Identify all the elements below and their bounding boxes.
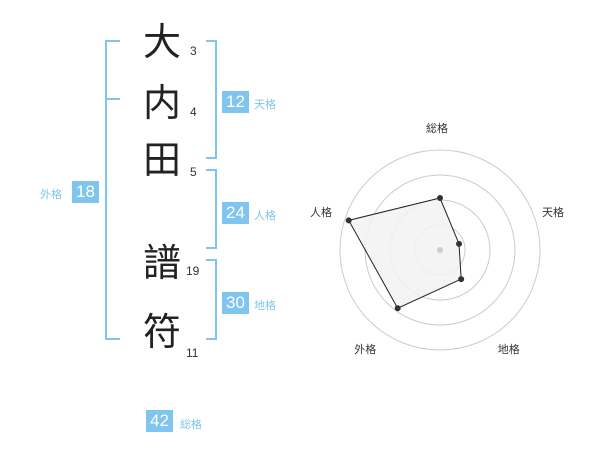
name-char-4: 譜 [142, 241, 181, 285]
radar-point-1 [437, 195, 443, 201]
radar-axis-label-2: 天格 [542, 206, 565, 220]
radar-point-5 [345, 217, 352, 224]
radar-axis-label-5: 人格 [309, 206, 332, 220]
soukaku-value: 42 [146, 410, 173, 432]
radar-axis-label-1: 総格 [426, 122, 448, 135]
tenkaku-value: 12 [222, 91, 249, 113]
soukaku-label: 総格 [180, 418, 202, 431]
jinkaku-value: 24 [222, 202, 249, 224]
radar-axis-label-3: 地格 [497, 342, 520, 356]
gaikaku-value: 18 [72, 181, 99, 203]
radar-ring-4 [339, 149, 541, 351]
radar-polygon [347, 197, 462, 309]
jinkaku-bracket [206, 169, 217, 249]
radar-point-4 [394, 305, 401, 312]
stroke-count-5: 11 [186, 346, 199, 360]
name-char-2: 内 [142, 81, 181, 125]
radar-center [437, 247, 443, 253]
stroke-count-4: 19 [186, 264, 200, 278]
stroke-count-2: 4 [190, 105, 197, 119]
chikaku-label: 地格 [254, 299, 276, 312]
stroke-count-1: 3 [190, 44, 197, 58]
radar-point-2 [456, 240, 463, 247]
tenkaku-bracket [206, 40, 217, 159]
gaikaku-label: 外格 [40, 188, 62, 201]
radar-point-3 [458, 276, 465, 283]
outer-bracket [105, 40, 120, 340]
stroke-count-3: 5 [190, 165, 197, 179]
chikaku-bracket [206, 259, 217, 340]
chikaku-value: 30 [222, 292, 249, 314]
jinkaku-label: 人格 [254, 209, 276, 222]
tenkaku-label: 天格 [254, 98, 276, 111]
name-char-1: 大 [142, 20, 181, 64]
name-char-3: 田 [142, 138, 181, 182]
name-char-5: 符 [142, 310, 181, 354]
radar-axis-label-4: 外格 [354, 342, 377, 356]
